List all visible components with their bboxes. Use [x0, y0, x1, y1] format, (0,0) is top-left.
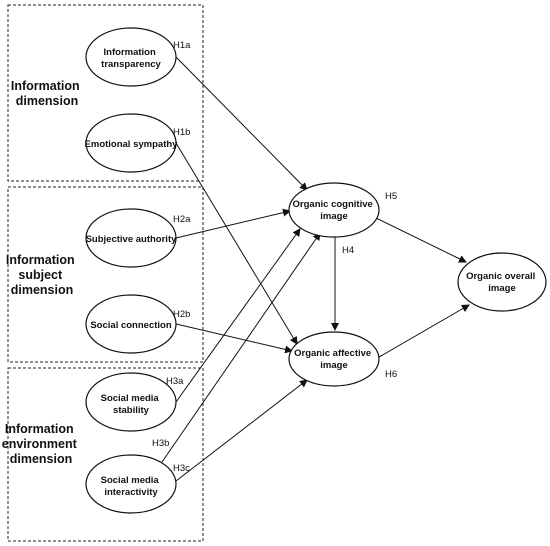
svg-text:Organic cognitive image: Organic cognitive image — [293, 199, 376, 222]
edge-h2a — [175, 208, 291, 239]
hypothesis-label-h6: H6 — [385, 369, 397, 380]
svg-text:Emotional sympathy: Emotional sympathy — [85, 139, 179, 150]
group-title-information-subject: Information subject dimension — [6, 253, 78, 297]
hypothesis-label-h3a: H3a — [166, 376, 184, 387]
hypothesis-label-h2b: H2b — [173, 309, 190, 320]
node-information-transparency: Information transparency — [85, 27, 177, 87]
svg-text:Information transparency: Information transparency — [101, 47, 161, 70]
group-title-information-environment: Information environment dimension — [2, 422, 81, 466]
hypothesis-label-h3c: H3c — [173, 463, 190, 474]
hypothesis-label-h4: H4 — [342, 245, 354, 256]
hypothesis-label-h5: H5 — [385, 191, 397, 202]
hypothesis-label-h2a: H2a — [173, 214, 191, 225]
node-organic-affective-image: Organic affective image — [288, 331, 380, 387]
node-emotional-sympathy: Emotional sympathy — [85, 113, 179, 173]
edge-h6 — [373, 304, 470, 361]
svg-text:Social connection: Social connection — [90, 320, 171, 331]
hypothesis-label-h1b: H1b — [173, 127, 190, 138]
edge-h2b — [175, 323, 293, 354]
svg-text:Subjective authority: Subjective authority — [86, 234, 178, 245]
node-organic-cognitive-image: Organic cognitive image — [288, 182, 380, 238]
hypothesis-label-h1a: H1a — [173, 40, 191, 51]
edge-h1a — [175, 56, 308, 191]
node-social-media-interactivity: Social media interactivity — [85, 454, 177, 514]
group-title-information: Information dimension — [11, 79, 83, 108]
svg-text:Organic affective image: Organic affective image — [294, 348, 374, 371]
edge-h3a — [175, 228, 301, 403]
hypothesis-label-h3b: H3b — [152, 438, 169, 449]
svg-text:Social media interactivi: Social media interactivity — [101, 475, 162, 498]
information-dimension-box — [7, 4, 204, 182]
node-social-media-stability: Social media stability — [85, 372, 177, 432]
node-social-connection: Social connection — [85, 294, 177, 354]
information-environment-dimension-box — [7, 367, 204, 542]
svg-text:Organic overall image: Organic overall image — [466, 271, 538, 294]
edge-h3b — [161, 232, 321, 463]
edge-h3c — [175, 379, 308, 482]
svg-text:Social media stability: Social media stability — [101, 393, 162, 416]
edge-h1b — [175, 142, 298, 345]
edge-h5 — [373, 216, 467, 263]
information-subject-dimension-box — [7, 186, 204, 363]
node-subjective-authority: Subjective authority — [85, 208, 178, 268]
node-organic-overall-image: Organic overall image — [457, 252, 547, 312]
